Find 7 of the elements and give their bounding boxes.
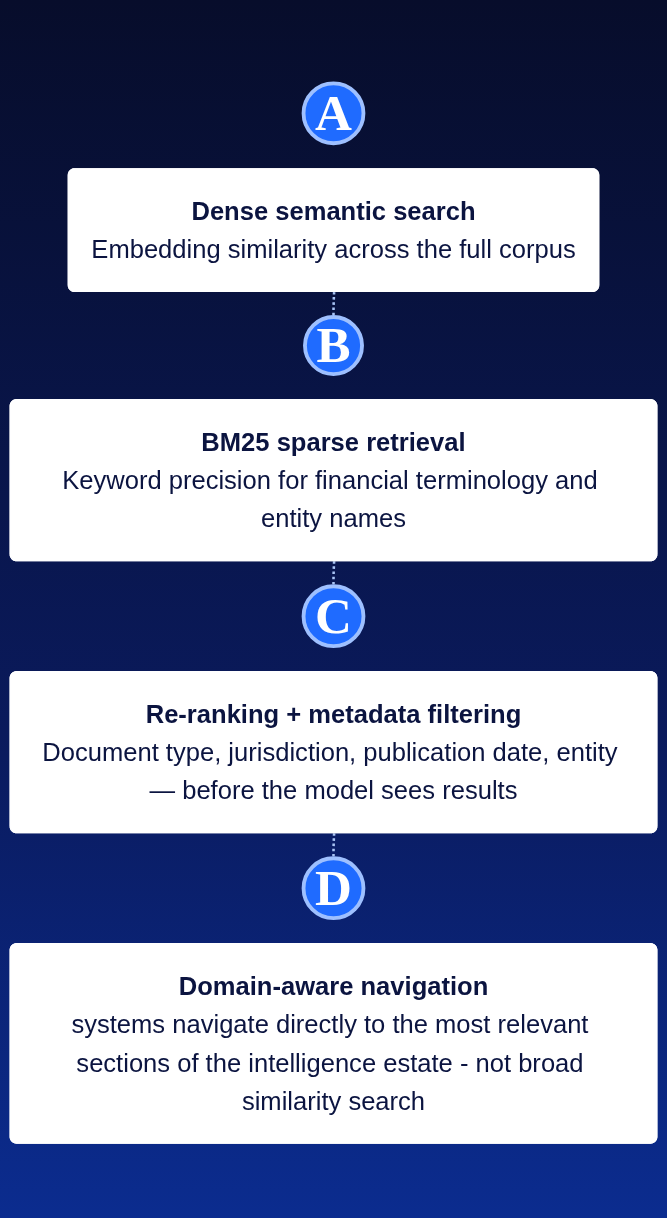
connector xyxy=(332,561,336,587)
node-circle: B xyxy=(303,315,364,377)
connector xyxy=(332,292,336,317)
node-circle: C xyxy=(301,584,366,649)
connector xyxy=(332,833,336,859)
node-circle: D xyxy=(301,856,366,921)
node-circle: A xyxy=(301,81,366,146)
